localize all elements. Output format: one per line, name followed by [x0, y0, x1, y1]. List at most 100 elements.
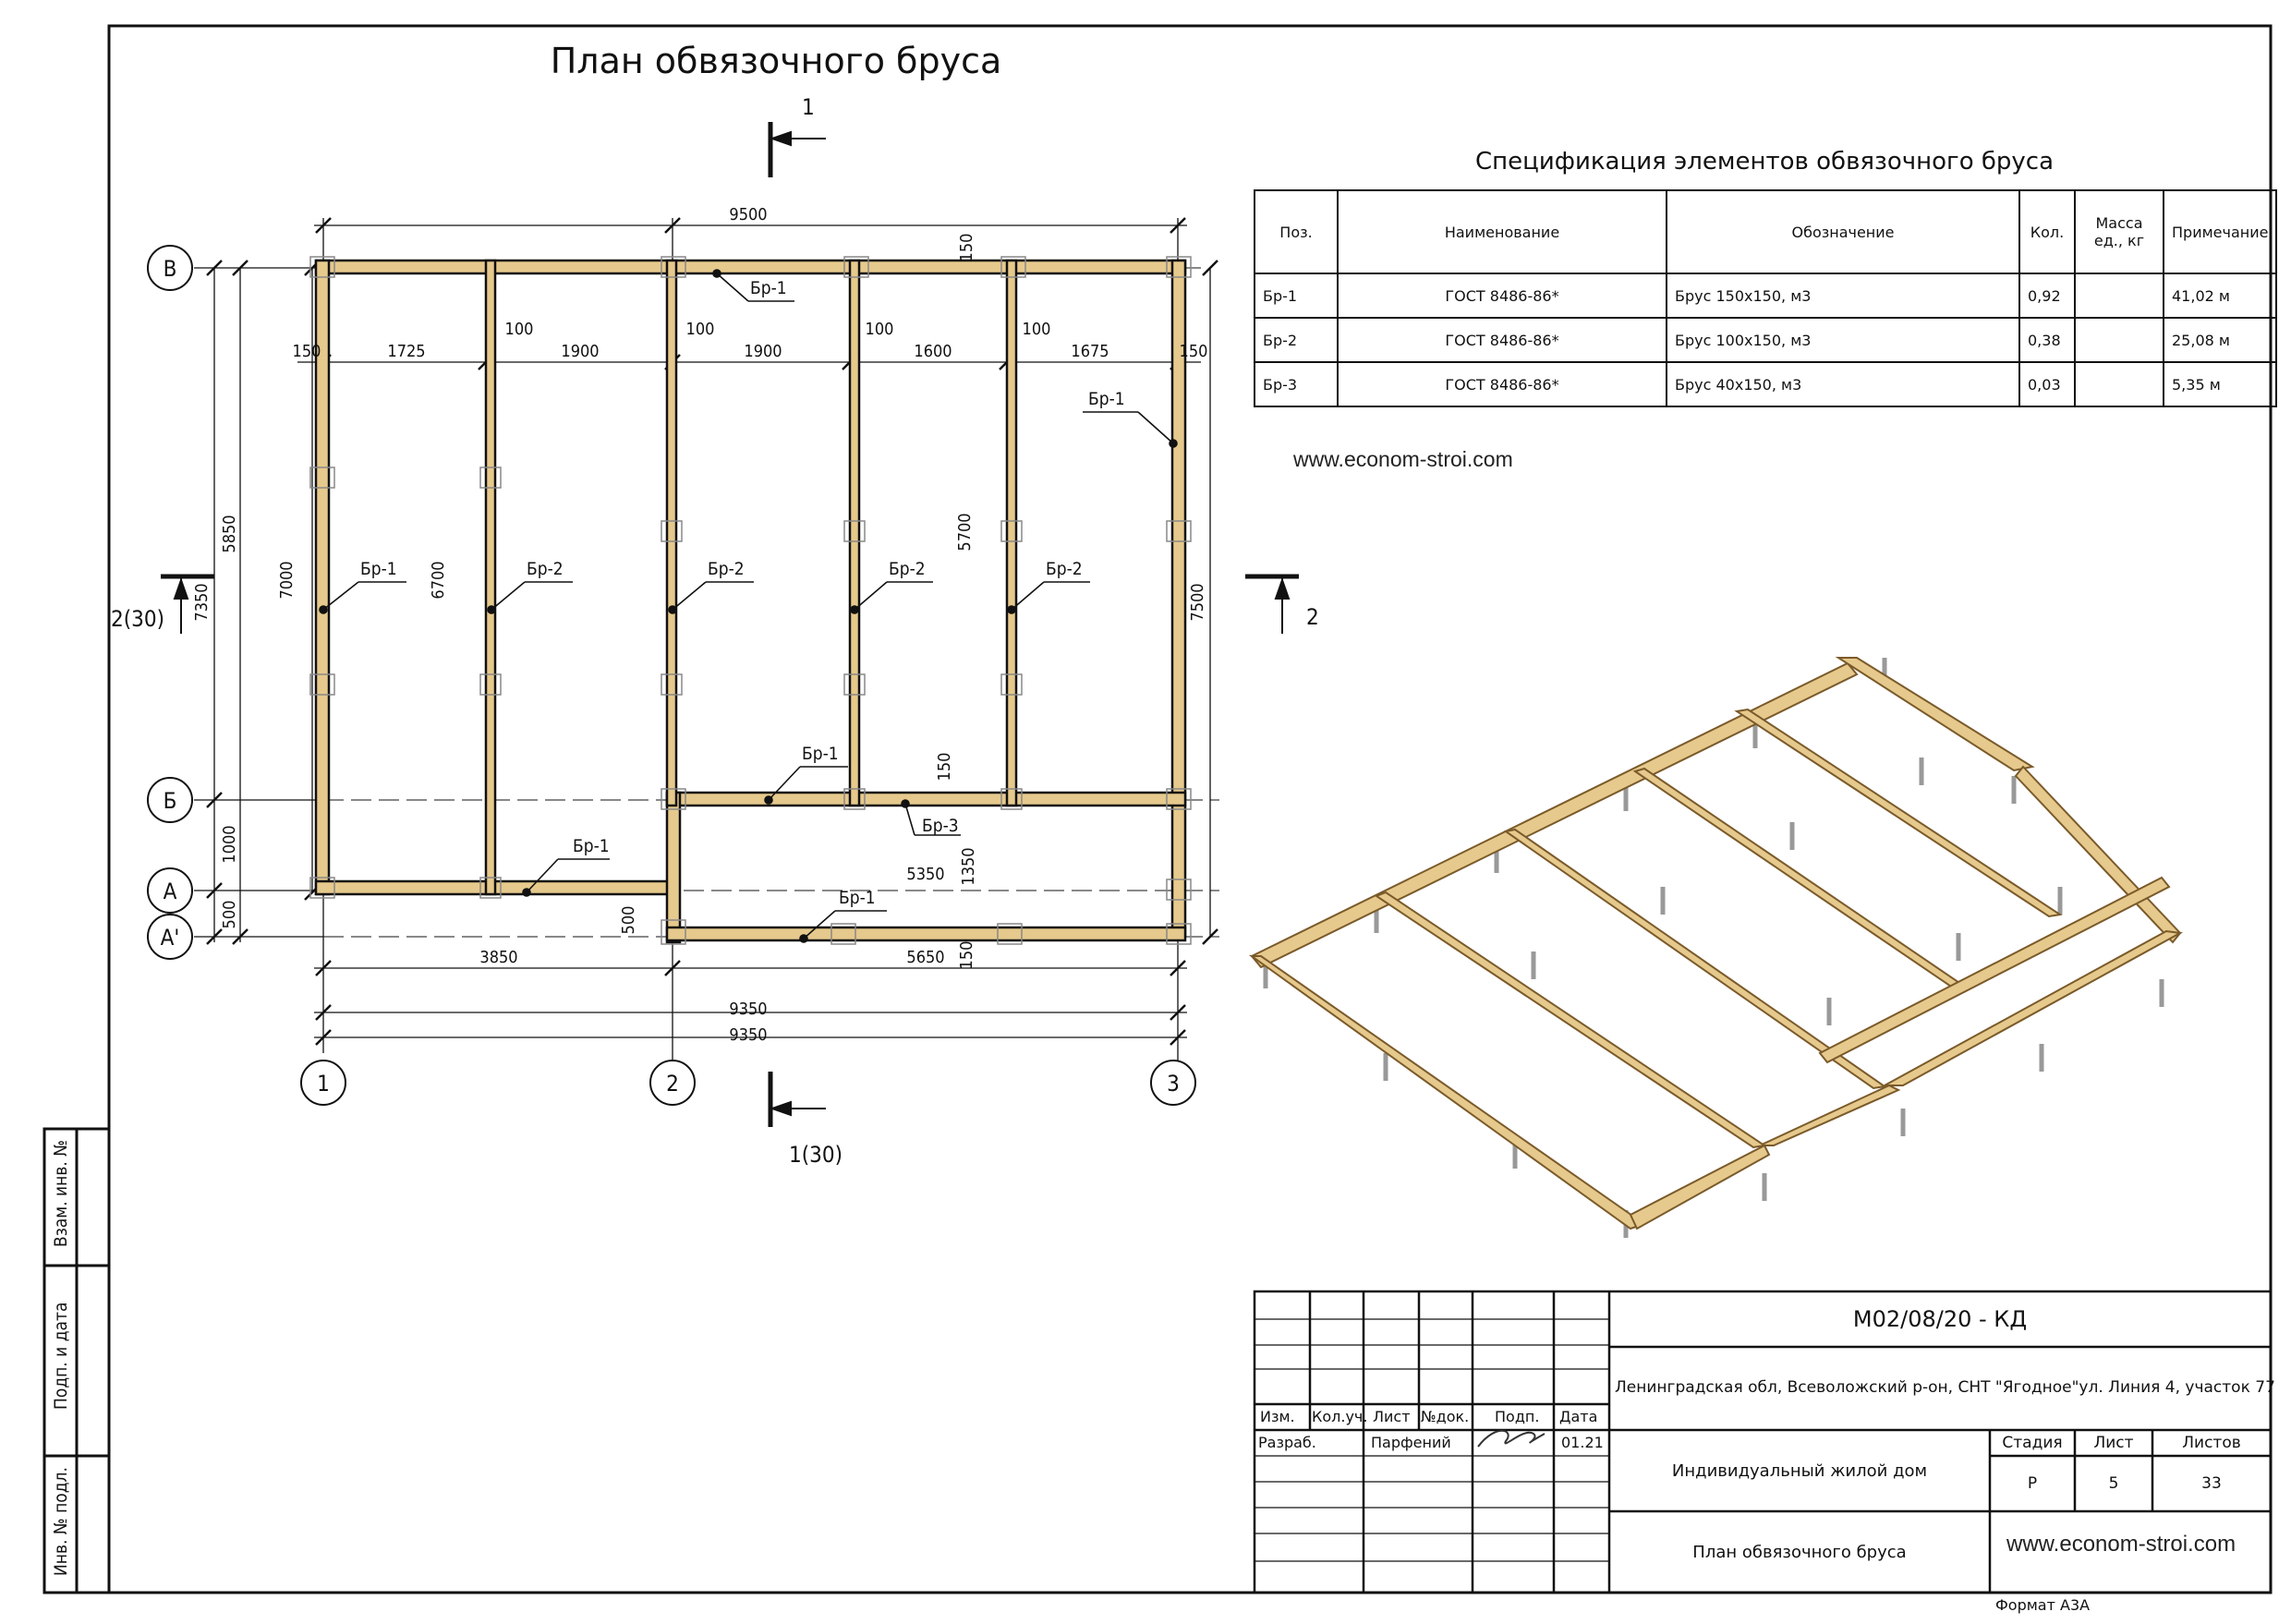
spec-col-designation: Обозначение — [1666, 189, 2020, 274]
dim-top-0: 150 — [293, 342, 321, 361]
iso-posts — [1263, 658, 2164, 1238]
label-br2-b: Бр-2 — [708, 559, 745, 579]
spec-header-row: Поз. Наименование Обозначение Кол. Масса… — [1254, 189, 2278, 274]
dim-right-7500: 7500 — [1188, 583, 1207, 621]
spec-col-mass: Масса ед., кг — [2074, 189, 2164, 274]
spec-cell — [2074, 361, 2164, 407]
label-br1-bottom: Бр-1 — [839, 888, 876, 908]
section-left-label: 2(30) — [111, 606, 164, 632]
spec-title: Спецификация элементов обвязочного бруса — [1474, 148, 2055, 176]
leaders — [319, 269, 1178, 943]
label-br1-left: Бр-1 — [360, 559, 397, 579]
dim-5700: 5700 — [955, 513, 975, 551]
dim-500-inner: 500 — [619, 906, 638, 935]
beam-top — [314, 259, 1187, 275]
beam-labels: Бр-1 Бр-2 Бр-2 Бр-2 Бр-2 Бр-1 Бр-1 Бр-1 … — [360, 278, 1125, 908]
tb-col-count: Кол.уч. — [1312, 1408, 1368, 1425]
spec-cell: 5,35 м — [2162, 361, 2278, 407]
plan-view: Бр-1 Бр-2 Бр-2 Бр-2 Бр-2 Бр-1 Бр-1 Бр-1 … — [111, 94, 1319, 1168]
tb-col-change: Изм. — [1260, 1408, 1295, 1425]
isometric-view — [1248, 657, 2184, 1238]
spec-row: Бр-1 ГОСТ 8486-86* Брус 150х150, м3 0,92… — [1254, 273, 2278, 319]
iso-beam-front-left — [1248, 955, 1647, 1230]
axis-label-b: Б — [164, 788, 177, 814]
joist-1 — [484, 259, 497, 896]
stamp-replace-inv: Взам. инв. № — [51, 1140, 71, 1247]
axis-label-a: А — [164, 879, 177, 904]
dim-top-3: 1900 — [561, 342, 599, 361]
label-br2-c: Бр-2 — [889, 559, 926, 579]
tb-sheets-value: 33 — [2201, 1474, 2222, 1493]
dim-1350: 1350 — [959, 847, 978, 885]
spec-col-pos: Поз. — [1254, 189, 1339, 274]
dim-bottom-0: 3850 — [479, 948, 517, 967]
dim-top-8: 100 — [1023, 320, 1051, 339]
section-bottom-label: 1(30) — [789, 1142, 842, 1168]
drawing-title: План обвязочного бруса — [550, 41, 1002, 81]
label-br2-d: Бр-2 — [1046, 559, 1083, 579]
dim-6700: 6700 — [429, 561, 448, 599]
dim-top-1: 1725 — [387, 342, 425, 361]
signature-mark — [1477, 1429, 1546, 1448]
spec-row: Бр-2 ГОСТ 8486-86* Брус 100х150, м3 0,38… — [1254, 317, 2278, 363]
sheet-frame — [107, 24, 2273, 1594]
dim-top-10: 150 — [1180, 342, 1208, 361]
axis-label-v: В — [164, 256, 177, 282]
dim-left-7000: 7000 — [277, 561, 297, 599]
dim-150-bottom: 150 — [957, 941, 976, 970]
iso-beam-front-right — [1884, 929, 2184, 1086]
dim-150-top: 150 — [957, 234, 976, 262]
tb-role: Разраб. — [1258, 1434, 1316, 1451]
vertical-dimension-texts: 5850 1000 500 7350 7000 6700 5700 1350 5… — [192, 234, 1207, 970]
label-br1-mid: Бр-1 — [802, 744, 839, 764]
spec-cell: 0,38 — [2018, 317, 2076, 363]
spec-cell: 25,08 м — [2162, 317, 2278, 363]
website-link-top[interactable]: www.econom-stroi.com — [1293, 447, 1513, 471]
axis-label-1: 1 — [317, 1071, 330, 1097]
iso-joist-1 — [1374, 891, 1767, 1149]
tb-sheet-name: План обвязочного бруса — [1692, 1543, 1907, 1562]
dim-top-7: 1600 — [914, 342, 952, 361]
label-br1-a: Бр-1 — [573, 836, 610, 856]
dim-left-7350: 7350 — [192, 583, 212, 621]
iso-beam-back-left — [1250, 661, 1859, 969]
section-mark-labels: 1 1(30) 2(30) 2 — [111, 94, 1319, 1168]
dim-bottom-total-2: 9350 — [729, 1025, 767, 1045]
project-code: М02/08/20 - КД — [1852, 1306, 2028, 1332]
axis-bubbles — [147, 245, 1196, 1106]
dim-top-5: 1900 — [744, 342, 782, 361]
section-top-label: 1 — [802, 94, 815, 120]
tb-date: 01.21 — [1561, 1434, 1604, 1451]
label-br1-top: Бр-1 — [750, 278, 787, 298]
tb-format: Формат А3А — [1995, 1596, 2091, 1614]
dim-left-5850: 5850 — [220, 515, 239, 552]
tb-sheets-header: Листов — [2182, 1434, 2241, 1452]
iso-beam-back-right — [1835, 657, 2035, 772]
dim-left-500: 500 — [220, 901, 239, 929]
spec-cell: 41,02 м — [2162, 273, 2278, 319]
spec-cell: 0,92 — [2018, 273, 2076, 319]
axis-label-3: 3 — [1167, 1071, 1180, 1097]
dim-5350: 5350 — [906, 865, 944, 884]
iso-beam-step — [1818, 876, 2171, 1064]
dim-top-total: 9500 — [729, 205, 767, 224]
project-address: Ленинградская обл, Всеволожский р-он, СН… — [1615, 1378, 2275, 1397]
website-link-title-block[interactable]: www.econom-stroi.com — [2006, 1532, 2236, 1557]
spec-row: Бр-3 ГОСТ 8486-86* Брус 40х150, м3 0,03 … — [1254, 361, 2278, 407]
beams — [314, 259, 1187, 944]
iso-joist-2 — [1503, 828, 1887, 1090]
dimension-texts: 9500 150 1725 100 1900 100 1900 100 1600… — [293, 205, 1208, 1045]
section-right-label: 2 — [1306, 604, 1319, 630]
dim-left-1000: 1000 — [220, 825, 239, 863]
tb-sheet-header: Лист — [2093, 1434, 2134, 1452]
iso-beam-front-mid — [1629, 1144, 1771, 1230]
spec-cell — [2074, 317, 2164, 363]
spec-cell: Бр-1 — [1254, 273, 1339, 319]
spec-cell: Бр-3 — [1254, 361, 1339, 407]
dim-top-6: 100 — [866, 320, 894, 339]
spec-cell: Брус 100х150, м3 — [1666, 317, 2020, 363]
beam-axis-b — [665, 791, 1187, 807]
dim-bottom-1: 5650 — [906, 948, 944, 967]
stamp-inv-no: Инв. № подл. — [51, 1467, 71, 1576]
axis-label-2: 2 — [666, 1071, 679, 1097]
